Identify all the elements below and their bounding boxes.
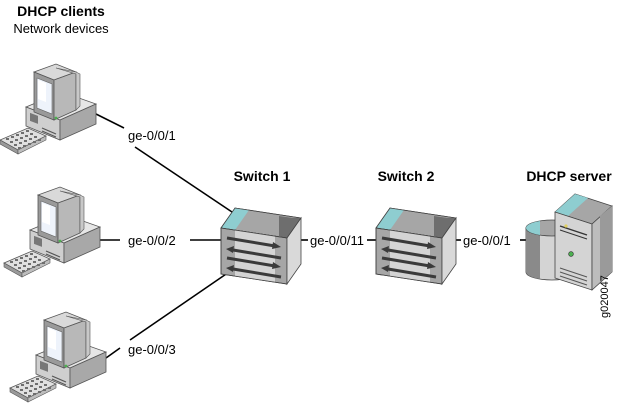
- clients-heading: DHCP clients: [17, 3, 105, 19]
- clients-subheading: Network devices: [13, 21, 109, 36]
- link-client1-switch1-a: [95, 113, 125, 129]
- server-icon: [525, 193, 613, 291]
- switch2-label: Switch 2: [378, 168, 435, 184]
- link-client3-switch1-a: [105, 347, 121, 359]
- switch1-label: Switch 1: [234, 168, 291, 184]
- computer-icon-client3: [9, 311, 107, 403]
- port-label-switch1-switch2: ge-0/0/11: [310, 233, 364, 248]
- server-label: DHCP server: [526, 168, 612, 184]
- switch-icon-switch1: [219, 206, 303, 286]
- switch-icon-switch2: [374, 206, 458, 286]
- port-label-switch2-server: ge-0/0/1: [463, 233, 511, 248]
- port-label-client2: ge-0/0/2: [128, 233, 176, 248]
- link-client3-switch1-b: [129, 269, 233, 341]
- port-label-client3: ge-0/0/3: [128, 342, 176, 357]
- figure-id: g020047: [599, 275, 611, 318]
- port-label-client1: ge-0/0/1: [128, 128, 176, 143]
- computer-icon-client1: [0, 63, 97, 155]
- link-client1-switch1-b: [134, 146, 233, 213]
- computer-icon-client2: [3, 186, 101, 278]
